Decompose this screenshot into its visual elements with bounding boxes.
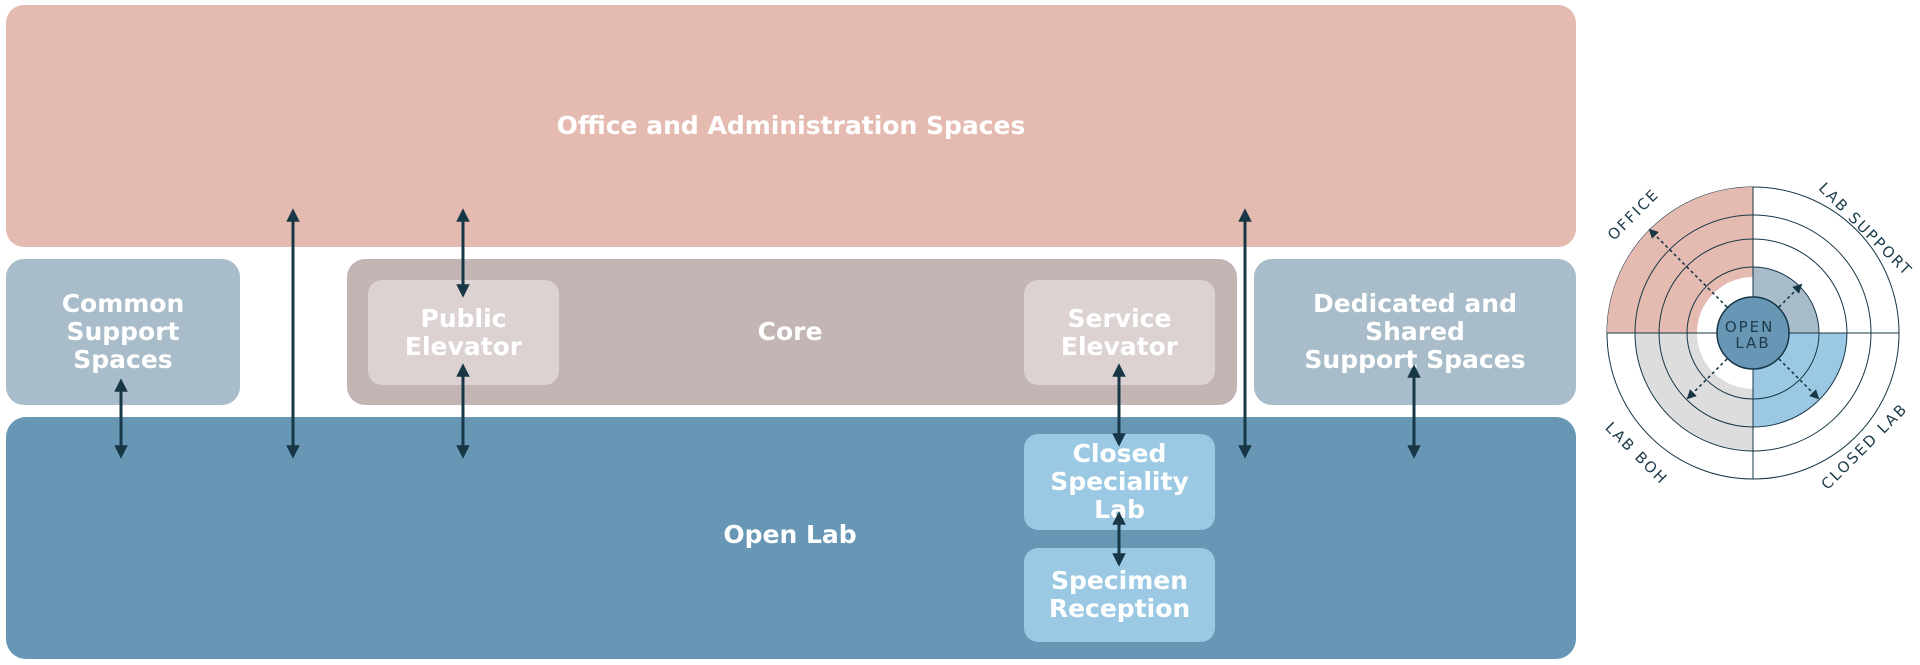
public-elevator-label: Public Elevator <box>404 303 523 361</box>
specimen-reception-label: Specimen Reception <box>1048 566 1191 623</box>
wheel-lab-support-sector <box>1753 267 1819 333</box>
open-lab-label-wrap: Open Lab <box>640 500 940 570</box>
svg-text:OPEN LAB: OPEN LAB <box>1725 318 1781 352</box>
open-lab-block <box>6 417 1576 659</box>
service-elevator-label: Service Elevator <box>1060 303 1179 361</box>
wheel-center <box>1716 296 1790 370</box>
office-admin-label: Office and Administration Spaces <box>556 111 1026 140</box>
wheel-center-line1: OPEN <box>1725 318 1775 336</box>
common-support-label: Common Support Spaces <box>61 289 185 374</box>
office-admin-block: Office and Administration Spaces <box>6 5 1576 247</box>
open-lab-label: Open Lab <box>723 520 857 549</box>
wheel-center-line2: LAB <box>1735 334 1770 352</box>
adjacency-wheel: OPEN LAB OFFICE LAB SUPPORT CLOSED LAB L… <box>1601 179 1916 493</box>
specimen-reception-block: Specimen Reception <box>1024 548 1215 642</box>
core-label: Core <box>757 317 823 346</box>
core-label-wrap: Core <box>700 259 880 405</box>
wheel-arrow-lab-support <box>1778 283 1803 308</box>
dedicated-support-label: Dedicated and Shared Support Spaces <box>1304 289 1526 374</box>
wheel-arrow-office <box>1648 228 1728 308</box>
